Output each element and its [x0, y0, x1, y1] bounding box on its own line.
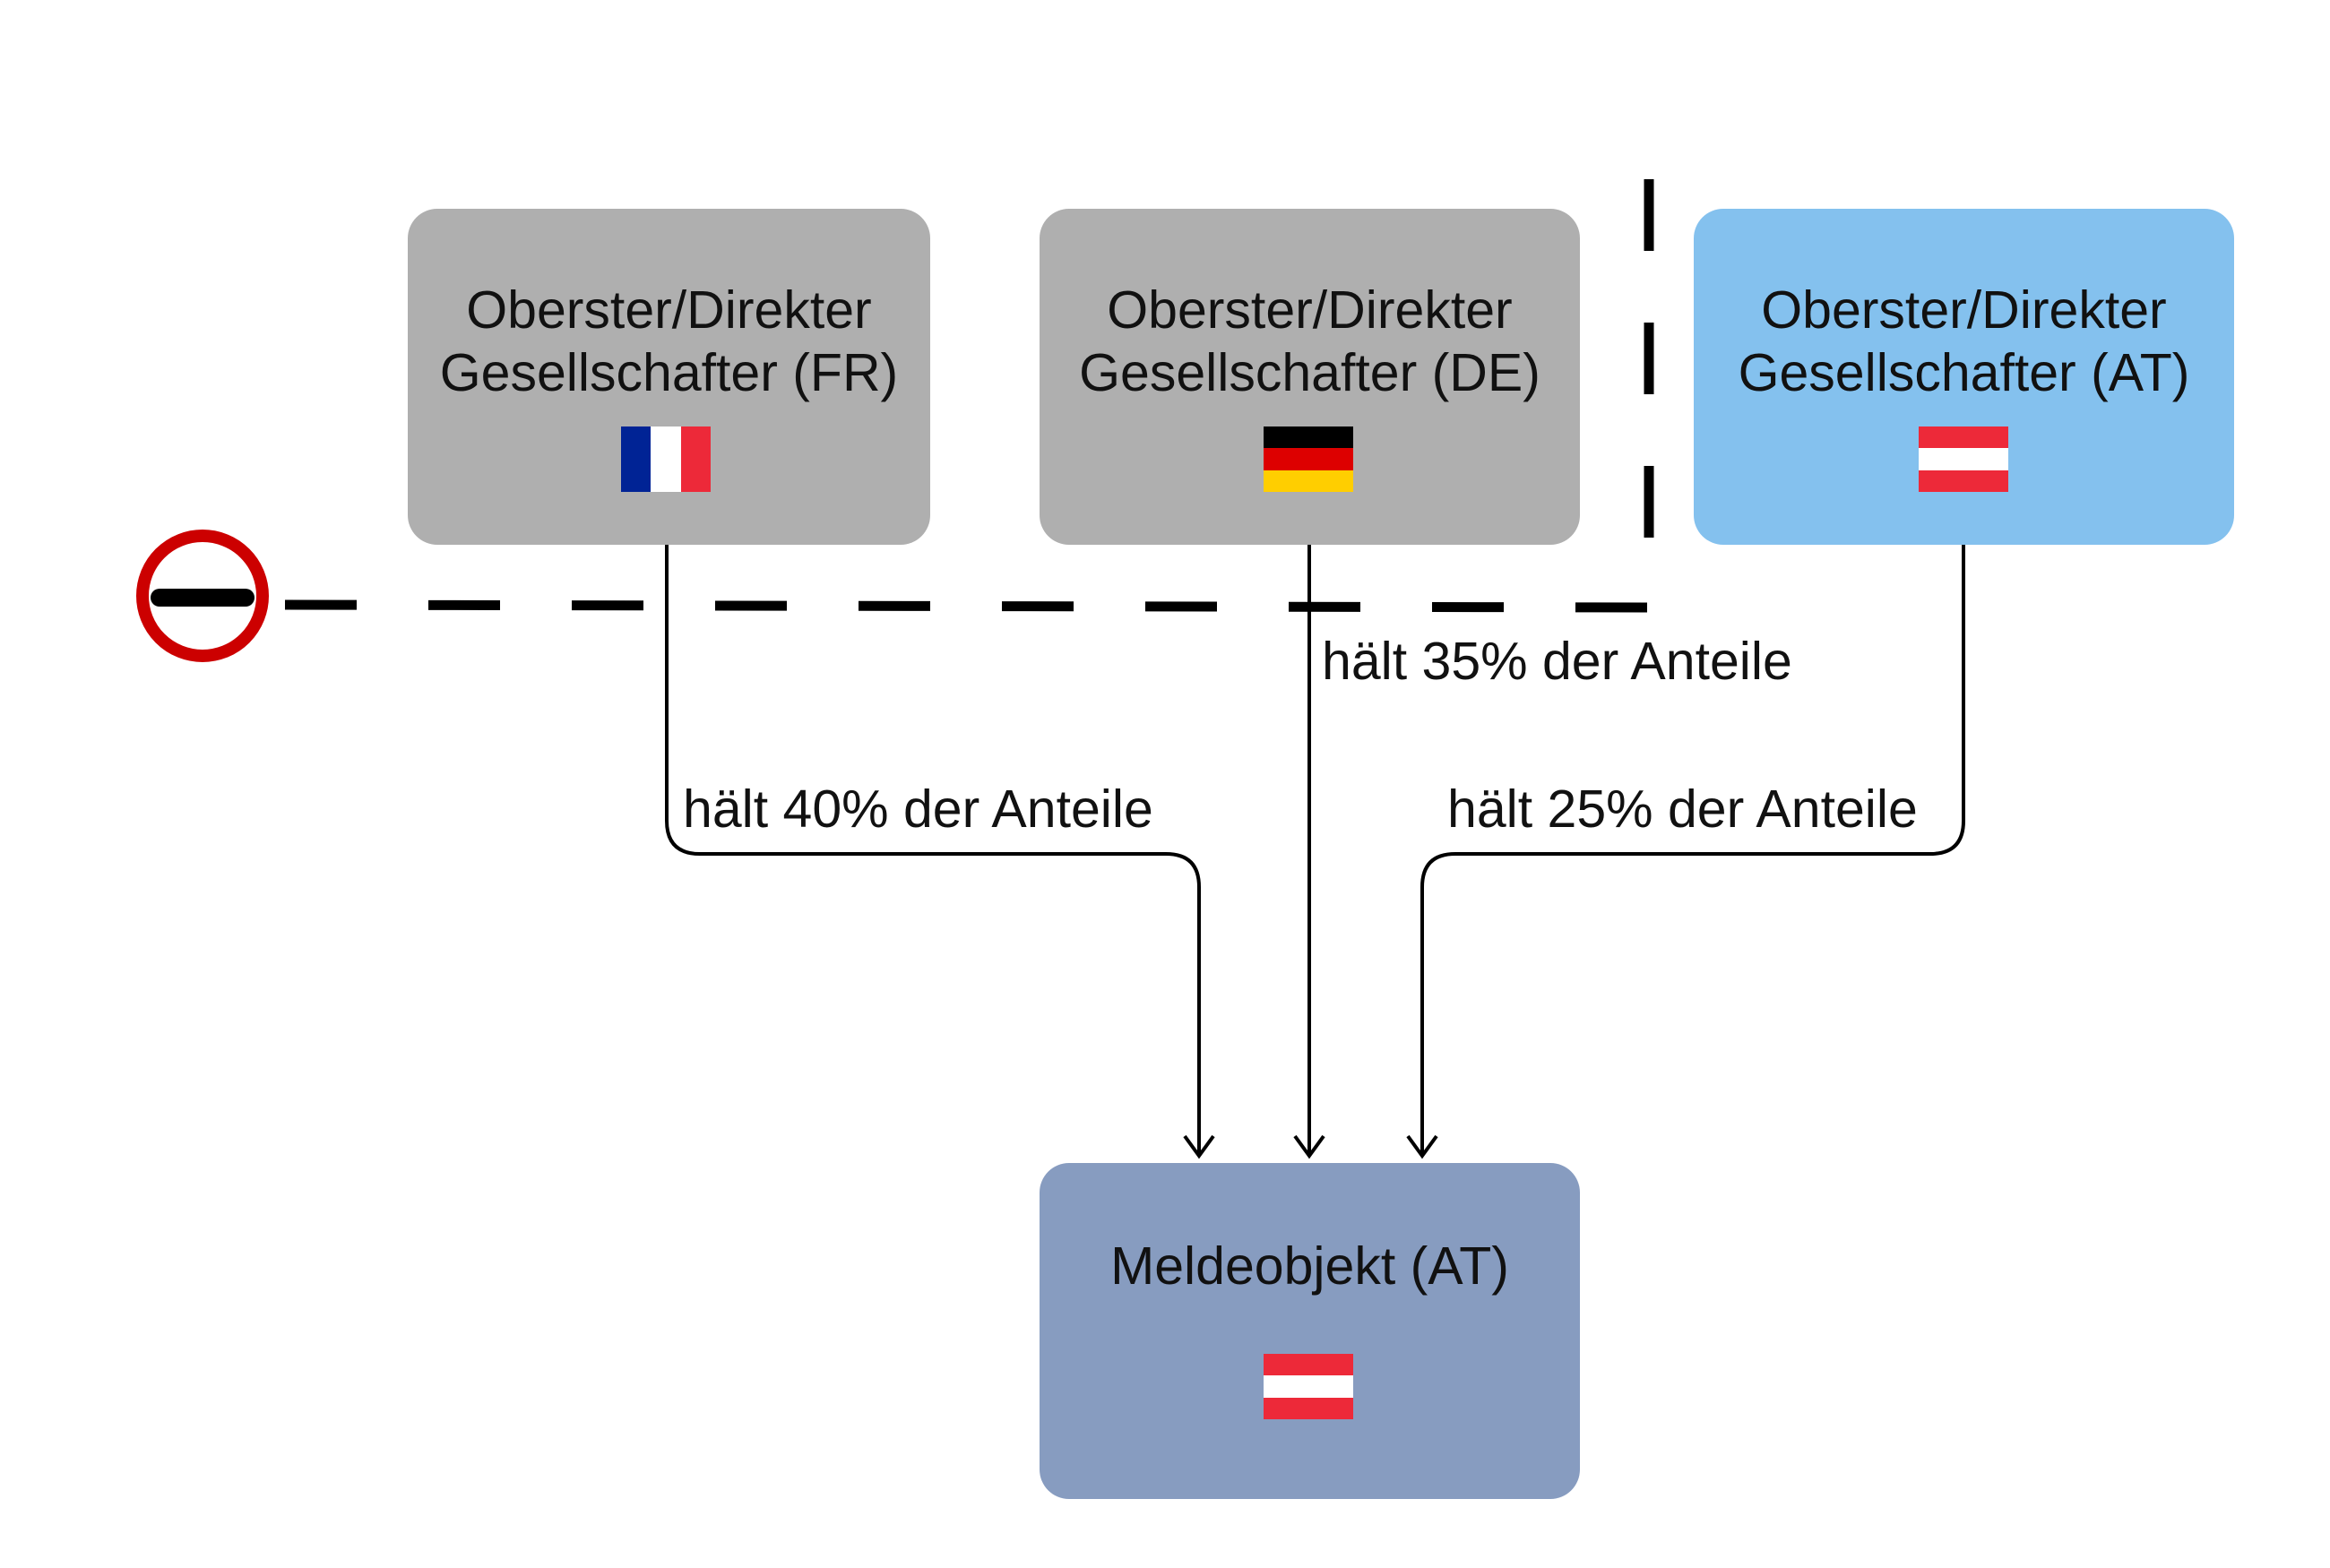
- exclusion-boundary-line: [284, 112, 1654, 613]
- germany-flag-icon: [1264, 426, 1353, 492]
- node-reporting-entity: Meldeobjekt (AT): [1040, 1163, 1580, 1499]
- node-at-line2: Gesellschafter (AT): [1738, 343, 2190, 402]
- node-fr-line2: Gesellschafter (FR): [439, 343, 899, 402]
- edge-at-target: [1406, 545, 1965, 1159]
- austria-flag-icon: [1264, 1354, 1353, 1419]
- no-entry-icon: [136, 530, 269, 662]
- austria-flag-icon: [1919, 426, 2008, 492]
- node-at-shareholder: Oberster/Direkter Gesellschafter (AT): [1694, 209, 2234, 545]
- node-de-line2: Gesellschafter (DE): [1079, 343, 1540, 402]
- edge-label-de: hält 35% der Anteile: [1322, 632, 1792, 691]
- node-at-line1: Oberster/Direkter: [1761, 280, 2167, 340]
- node-target-label: Meldeobjekt (AT): [1110, 1236, 1509, 1296]
- edge-label-fr: hält 40% der Anteile: [683, 780, 1153, 839]
- node-de-line1: Oberster/Direkter: [1107, 280, 1513, 340]
- node-fr-shareholder: Oberster/Direkter Gesellschafter (FR): [408, 209, 930, 545]
- edge-label-at: hält 25% der Anteile: [1447, 780, 1918, 839]
- france-flag-icon: [621, 426, 711, 492]
- node-fr-line1: Oberster/Direkter: [466, 280, 872, 340]
- node-de-shareholder: Oberster/Direkter Gesellschafter (DE): [1040, 209, 1580, 545]
- edge-fr-target: [665, 545, 1215, 1159]
